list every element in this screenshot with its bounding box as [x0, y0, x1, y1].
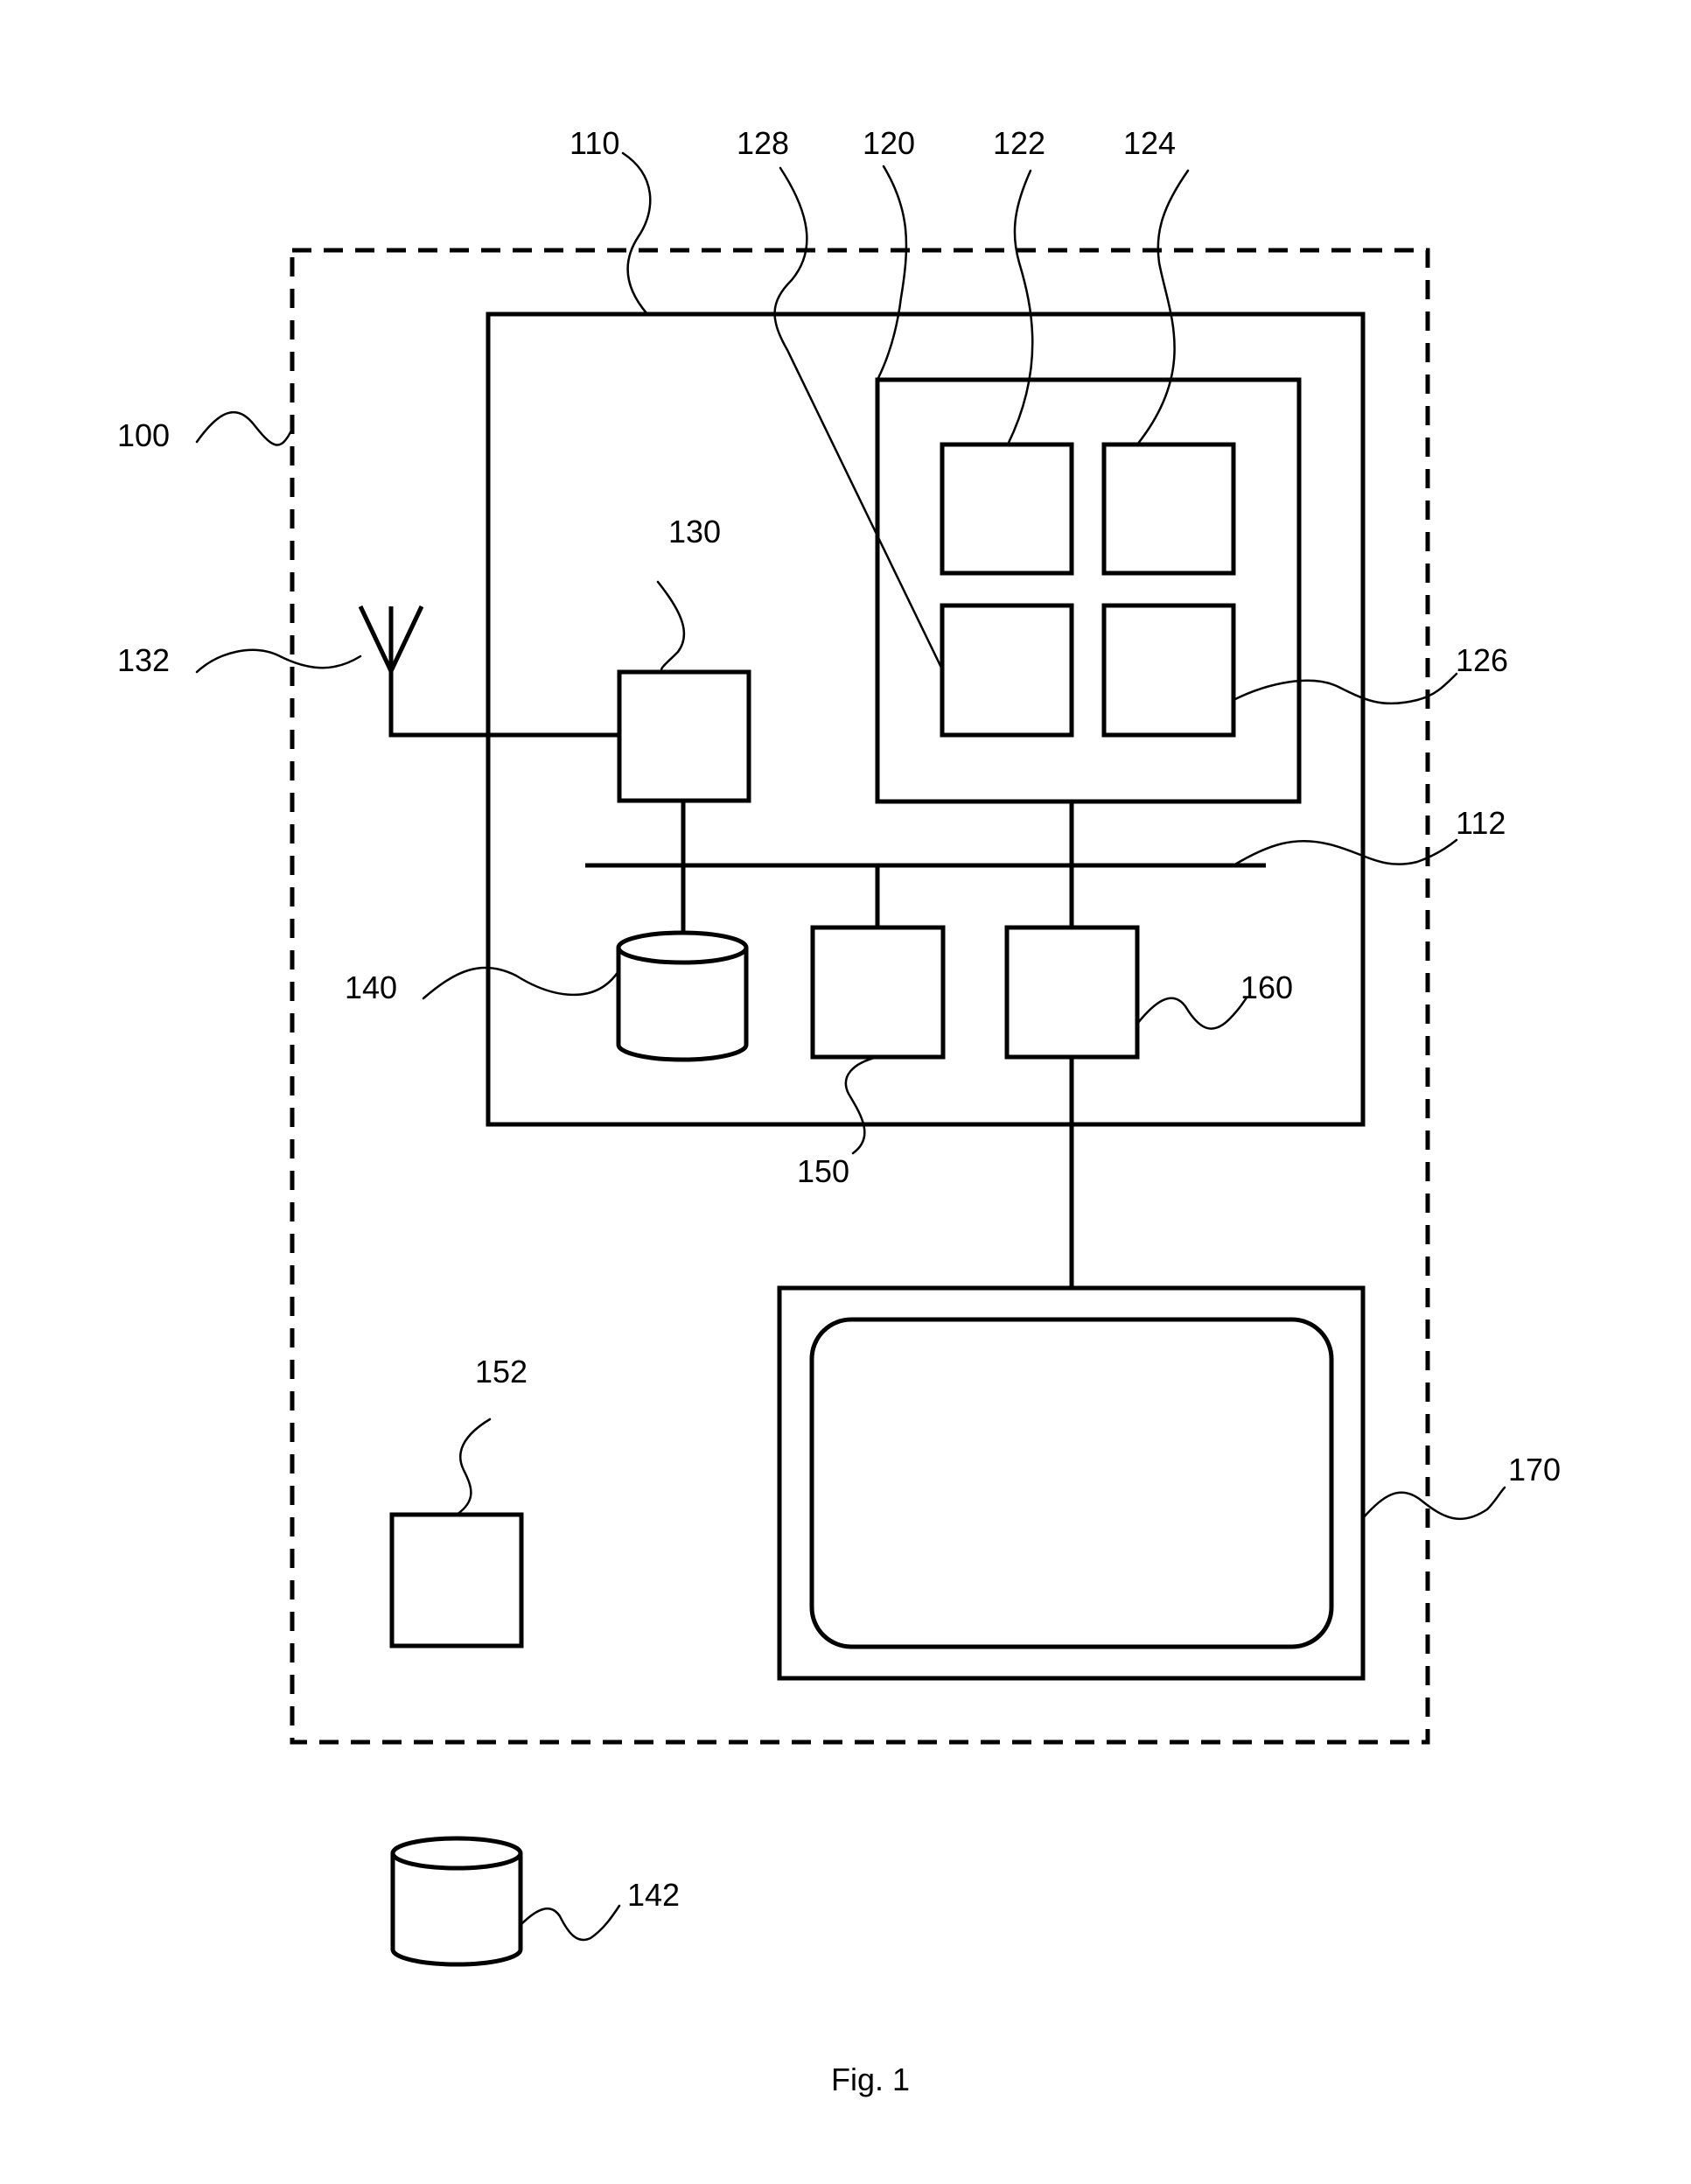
leader-line-100 [197, 412, 292, 444]
leader-line-160 [1137, 998, 1247, 1029]
leader-line-140 [423, 968, 618, 998]
core-box-124 [1104, 444, 1233, 573]
figure-caption: Fig. 1 [831, 2062, 910, 2097]
label-112: 112 [1456, 805, 1506, 841]
core-box-126 [1104, 606, 1233, 735]
leader-line-152 [457, 1419, 490, 1515]
label-160: 160 [1240, 970, 1293, 1005]
label-128: 128 [737, 125, 789, 161]
leader-line-120 [877, 166, 906, 380]
storage-cylinder-142 [393, 1838, 521, 1964]
label-140: 140 [345, 970, 397, 1005]
label-142: 142 [627, 1877, 680, 1913]
interface-box-160 [1007, 928, 1137, 1057]
label-100: 100 [117, 417, 170, 453]
leader-line-124 [1137, 171, 1188, 444]
element-box-152 [392, 1515, 521, 1646]
leader-line-128 [775, 168, 942, 669]
leader-line-142 [521, 1906, 619, 1940]
display-frame-170 [779, 1288, 1363, 1678]
leader-line-130 [658, 582, 684, 672]
label-170: 170 [1508, 1452, 1561, 1488]
leader-line-110 [623, 153, 650, 314]
leader-line-122 [1008, 171, 1032, 444]
label-110: 110 [569, 125, 619, 161]
leader-line-170 [1363, 1488, 1505, 1519]
display-screen [812, 1320, 1331, 1647]
label-152: 152 [475, 1354, 528, 1390]
interface-box-150 [813, 928, 943, 1057]
memory-cylinder-140 [618, 933, 746, 1060]
core-box-128 [942, 606, 1072, 735]
core-box-122 [942, 444, 1072, 573]
leader-line-132 [197, 650, 360, 672]
transceiver-box-130 [619, 672, 749, 801]
label-150: 150 [797, 1153, 849, 1189]
label-120: 120 [863, 125, 915, 161]
label-126: 126 [1456, 642, 1508, 678]
leader-line-126 [1233, 674, 1457, 704]
label-122: 122 [993, 125, 1045, 161]
label-130: 130 [668, 514, 721, 550]
label-124: 124 [1123, 125, 1176, 161]
label-132: 132 [117, 642, 170, 678]
leader-line-112 [1233, 840, 1457, 865]
leader-line-150 [846, 1057, 877, 1153]
